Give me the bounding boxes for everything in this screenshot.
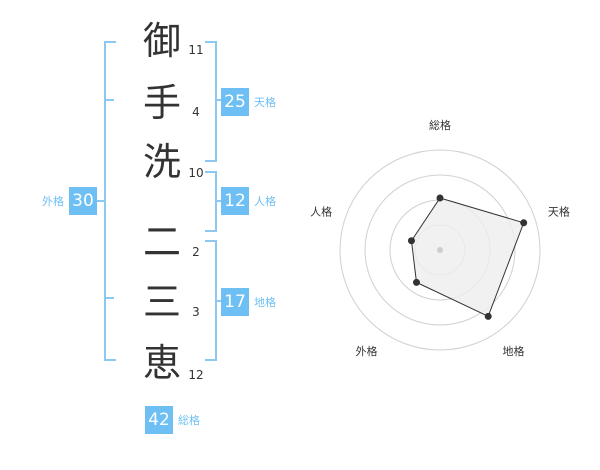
stroke-count-1: 11 [188,43,204,57]
chikaku-label: 地格 [254,296,276,309]
radar-ring [364,174,516,326]
name-char-2: 手 [142,81,181,125]
tenkaku-bracket [205,41,217,162]
radar-axis-label-3: 地格 [502,344,524,358]
soukaku-label: 総格 [178,414,200,427]
radar-polygon [410,197,525,318]
stroke-count-6: 12 [188,368,204,382]
tenkaku-bracket-stem [215,99,221,101]
chikaku-bracket-stem [215,300,221,302]
radar-point-2 [520,219,528,227]
name-char-5: 三 [142,280,181,324]
gaikaku-box: 外格 30 [42,187,97,215]
name-char-3: 洗 [142,140,181,184]
jinkaku-box: 12 人格 [221,187,276,215]
gaikaku-bracket [104,41,116,361]
radar-axis-label-5: 人格 [310,204,332,218]
soukaku-value: 42 [145,406,173,434]
tenkaku-label: 天格 [254,96,276,109]
jinkaku-bracket-stem [215,200,221,202]
tenkaku-box: 25 天格 [221,88,276,116]
gaikaku-label: 外格 [42,195,64,208]
name-char-4: 二 [142,220,181,264]
radar-ring [339,149,541,351]
jinkaku-value: 12 [221,187,249,215]
radar-point-4 [412,278,420,286]
stroke-count-5: 3 [192,305,200,319]
gaikaku-value: 30 [69,187,97,215]
radar-axis-label-1: 総格 [429,118,451,132]
radar-axis-label-4: 外格 [356,344,378,358]
soukaku-box: 42 総格 [145,406,200,434]
gaikaku-bracket-stem [96,200,104,202]
stroke-count-4: 2 [192,245,200,259]
stroke-count-2: 4 [192,105,200,119]
gaikaku-bracket-tick [104,297,114,299]
tenkaku-value: 25 [221,88,249,116]
gaikaku-bracket-tick [104,99,114,101]
name-char-6: 恵 [142,341,181,385]
chikaku-box: 17 地格 [221,288,276,316]
radar-point-1 [436,194,444,202]
name-char-1: 御 [142,19,181,63]
radar-point-3 [484,312,492,320]
radar-point-5 [407,237,415,245]
jinkaku-label: 人格 [254,195,276,208]
stroke-count-3: 10 [188,166,204,180]
radar-axis-label-2: 天格 [548,204,570,218]
chikaku-value: 17 [221,288,249,316]
radar-center [437,247,443,253]
